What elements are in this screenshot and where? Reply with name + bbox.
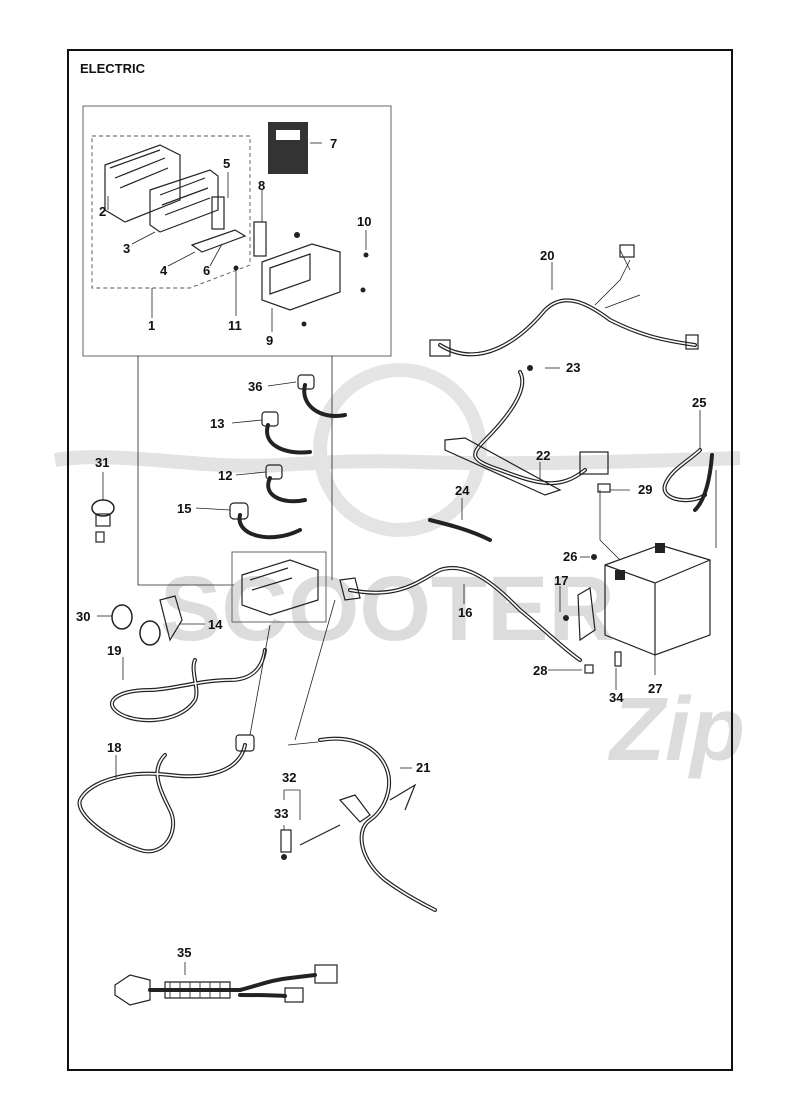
control-unit [261,243,341,311]
callout-22: 22 [536,448,550,463]
hour-meter [91,472,115,543]
harness-19 [110,648,267,723]
callout-33: 33 [274,806,288,821]
callout-23: 23 [566,360,580,375]
battery-terminal-parts [548,554,622,690]
callout-labels: 1 2 3 4 5 6 7 8 9 10 11 12 13 14 15 16 1… [76,136,706,960]
callout-21: 21 [416,760,430,775]
watermark-script: Zip [607,680,745,780]
callout-18: 18 [107,740,121,755]
callout-8: 8 [258,178,265,193]
fuse-box [104,144,247,253]
harness-18 [77,624,271,854]
callout-1: 1 [148,318,155,333]
callout-11: 11 [228,318,242,333]
callout-13: 13 [210,416,224,431]
main-cable-16 [339,566,582,662]
callout-28: 28 [533,663,547,678]
callout-30: 30 [76,609,90,624]
ecu-module [241,559,319,616]
callout-24: 24 [455,483,470,498]
callout-36: 36 [248,379,262,394]
control-module-group-frame [82,105,392,357]
watermark: SCOOTER Zip [53,363,745,780]
callout-31: 31 [95,455,109,470]
ignition-switch [97,595,205,646]
connector-leads [195,374,347,540]
page-title: ELECTRIC [80,61,146,76]
harness-20 [429,244,699,357]
harness-21 [287,599,437,912]
label-sheet [268,122,308,174]
watermark-text: SCOOTER [160,558,615,660]
callout-4: 4 [160,263,168,278]
callout-14: 14 [208,617,223,632]
battery [599,470,717,675]
harness-22 [444,365,609,496]
callout-20: 20 [540,248,554,263]
fuse-clip [597,483,611,493]
leader-lines [107,142,367,586]
callout-9: 9 [266,333,273,348]
harness-35 [114,962,338,1006]
callout-17: 17 [554,573,568,588]
callout-3: 3 [123,241,130,256]
callout-34: 34 [609,690,624,705]
screws [233,232,369,327]
callout-5: 5 [223,156,230,171]
battery-cable-25 [662,410,714,512]
callout-25: 25 [692,395,706,410]
callout-35: 35 [177,945,191,960]
callout-7: 7 [330,136,337,151]
callout-32: 32 [282,770,296,785]
callout-10: 10 [357,214,371,229]
sensor-parts [280,789,341,860]
callout-15: 15 [177,501,191,516]
ground-strap [428,498,492,542]
callout-16: 16 [458,605,472,620]
callout-6: 6 [203,263,210,278]
callout-29: 29 [638,482,652,497]
ecu-frame [231,551,327,623]
callout-26: 26 [563,549,577,564]
callout-2: 2 [99,204,106,219]
callout-19: 19 [107,643,121,658]
gasket-strip [253,221,267,257]
callout-12: 12 [218,468,232,483]
page-frame [67,49,733,1071]
callout-27: 27 [648,681,662,696]
